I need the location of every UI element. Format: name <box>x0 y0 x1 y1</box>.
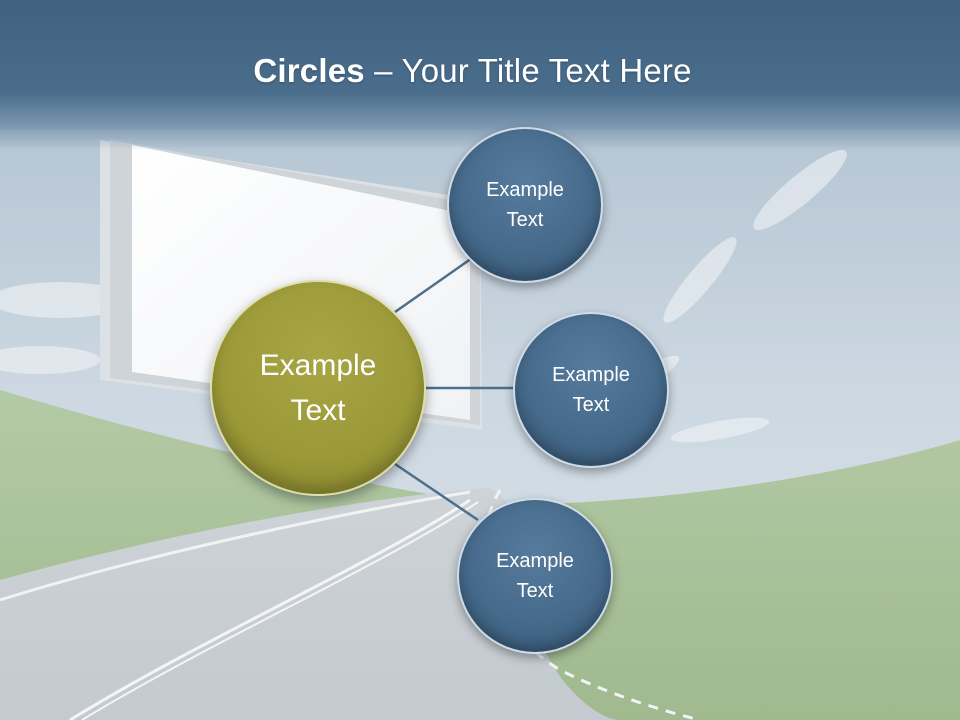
connector-bottom <box>394 462 479 522</box>
title-rest: – Your Title Text Here <box>364 52 692 89</box>
satellite-circle-label: Example Text <box>552 364 630 416</box>
title-band <box>0 0 960 150</box>
connector-top <box>394 254 476 314</box>
satellite-circle-middle[interactable]: Example Text <box>513 312 669 468</box>
title-strong: Circles <box>253 52 365 89</box>
satellite-circle-top[interactable]: Example Text <box>447 127 603 283</box>
center-circle[interactable]: Example Text <box>210 280 426 496</box>
satellite-circle-bottom[interactable]: Example Text <box>457 498 613 654</box>
center-circle-label: Example Text <box>259 349 377 427</box>
slide-title: Circles – Your Title Text Here <box>0 52 945 90</box>
satellite-circle-label: Example Text <box>486 179 564 231</box>
satellite-circle-label: Example Text <box>496 550 574 602</box>
